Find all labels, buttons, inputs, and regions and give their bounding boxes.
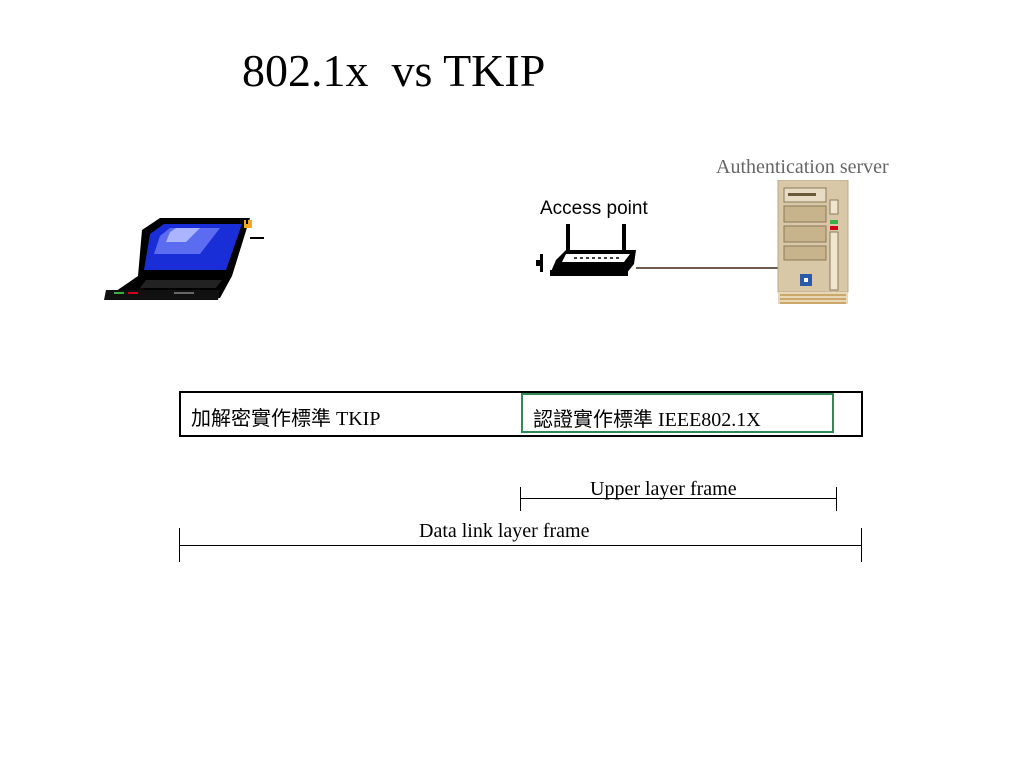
data-link-frame-line xyxy=(179,545,862,546)
upper-layer-right-tick xyxy=(836,487,837,511)
network-cable xyxy=(636,267,778,269)
data-link-frame-label: Data link layer frame xyxy=(419,520,590,542)
ieee-8021x-box: 認證實作標準 IEEE802.1X xyxy=(521,393,834,433)
ieee-standard-label: 認證實作標準 IEEE802.1X xyxy=(533,409,761,431)
data-link-right-tick xyxy=(861,528,862,562)
upper-layer-left-tick xyxy=(520,487,521,511)
server-icon xyxy=(776,179,850,306)
data-link-left-tick xyxy=(179,528,180,562)
laptop-icon xyxy=(100,214,268,306)
frame-box: 加解密實作標準 TKIP 認證實作標準 IEEE802.1X xyxy=(179,391,863,437)
router-icon xyxy=(536,224,640,290)
slide-title: 802.1x vs TKIP xyxy=(242,45,546,96)
authentication-server-label: Authentication server xyxy=(716,156,889,178)
tkip-standard-label: 加解密實作標準 TKIP xyxy=(191,408,381,430)
access-point-label: Access point xyxy=(540,198,648,219)
upper-layer-frame-line xyxy=(520,498,836,499)
upper-layer-frame-label: Upper layer frame xyxy=(590,478,737,500)
